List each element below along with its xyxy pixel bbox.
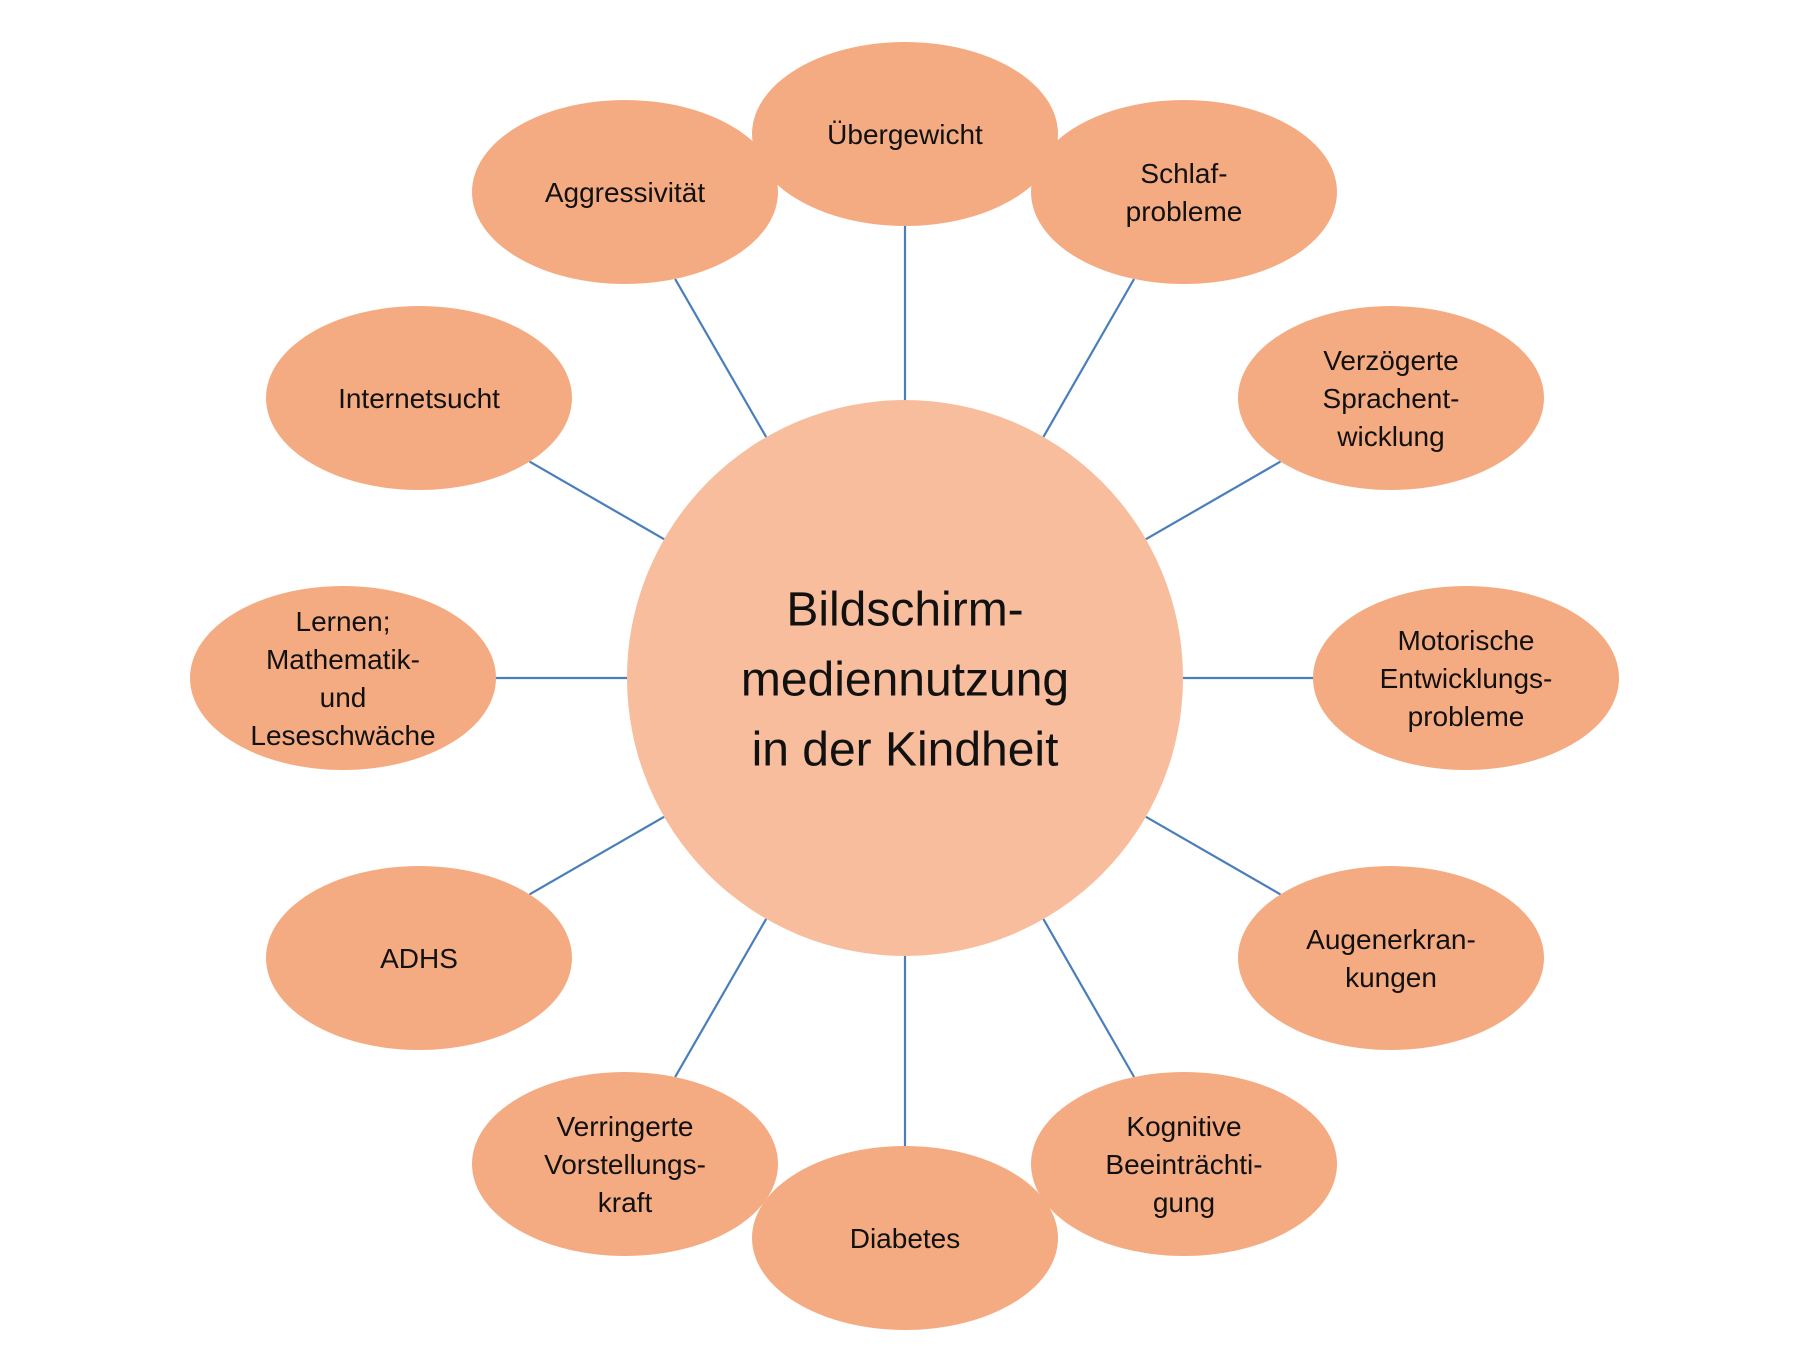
node-label-adhs: ADHS <box>380 943 458 974</box>
node-label-line: probleme <box>1126 196 1243 227</box>
node-aggressivitaet: Aggressivität <box>472 100 778 284</box>
node-ellipse-vorstellungskraft <box>472 1072 778 1256</box>
node-ellipse-aggressivitaet <box>472 100 778 284</box>
connector-aggressivitaet <box>674 278 768 438</box>
node-label-line: Kognitive <box>1126 1111 1241 1142</box>
node-label-line: Schlaf- <box>1140 158 1227 189</box>
center-label: Bildschirm-mediennutzung in der Kindheit <box>741 583 1069 776</box>
node-label-line: Motorische <box>1398 625 1535 656</box>
node-label-line: Leseschwäche <box>250 720 435 751</box>
center-label-line: mediennutzung <box>741 653 1069 706</box>
node-label-diabetes: Diabetes <box>850 1223 961 1254</box>
node-ellipse-kognitiv <box>1031 1072 1337 1256</box>
node-label-line: Verzögerte <box>1323 345 1458 376</box>
node-ellipse-sprachentwicklung <box>1238 306 1544 490</box>
node-label-augen: Augenerkran-kungen <box>1306 924 1476 993</box>
node-ellipse-diabetes <box>752 1146 1058 1330</box>
node-label-aggressivitaet: Aggressivität <box>545 177 706 208</box>
connector-augen <box>1145 815 1282 896</box>
node-uebergewicht: Übergewicht <box>752 42 1058 226</box>
connector-internetsucht <box>528 460 665 541</box>
connector-vorstellungskraft <box>674 918 768 1078</box>
node-ellipse-lernen <box>190 586 496 770</box>
node-label-line: Augenerkran- <box>1306 924 1476 955</box>
node-ellipse-motorik <box>1313 586 1619 770</box>
node-label-line: Beeinträchti- <box>1105 1149 1262 1180</box>
node-label-uebergewicht: Übergewicht <box>827 119 983 150</box>
node-schlafprobleme: Schlaf-probleme <box>1031 100 1337 284</box>
node-label-internetsucht: Internetsucht <box>338 383 500 414</box>
node-label-line: kraft <box>598 1187 653 1218</box>
node-adhs: ADHS <box>266 866 572 1050</box>
node-label-line: Aggressivität <box>545 177 706 208</box>
node-internetsucht: Internetsucht <box>266 306 572 490</box>
node-ellipse-schlafprobleme <box>1031 100 1337 284</box>
node-label-line: probleme <box>1408 701 1525 732</box>
node-augen: Augenerkran-kungen <box>1238 866 1544 1050</box>
center-circle <box>627 400 1183 956</box>
connector-kognitiv <box>1042 918 1136 1078</box>
node-label-line: Sprachent- <box>1323 383 1460 414</box>
node-label-line: Entwicklungs- <box>1380 663 1553 694</box>
connector-adhs <box>528 815 665 896</box>
node-label-line: Internetsucht <box>338 383 500 414</box>
node-label-line: wicklung <box>1336 421 1444 452</box>
node-label-line: Verringerte <box>557 1111 694 1142</box>
node-label-line: Diabetes <box>850 1223 961 1254</box>
center-label-line: in der Kindheit <box>752 723 1059 776</box>
node-label-line: Übergewicht <box>827 119 983 150</box>
node-ellipse-internetsucht <box>266 306 572 490</box>
node-ellipse-augen <box>1238 866 1544 1050</box>
connector-schlafprobleme <box>1042 278 1136 438</box>
node-label-line: Lernen; <box>296 606 391 637</box>
node-diabetes: Diabetes <box>752 1146 1058 1330</box>
connector-sprachentwicklung <box>1145 460 1282 541</box>
center-node: Bildschirm-mediennutzung in der Kindheit <box>627 400 1183 956</box>
connector-lines <box>496 226 1313 1146</box>
center-label-line: Bildschirm- <box>786 583 1023 636</box>
node-label-line: Vorstellungs- <box>544 1149 706 1180</box>
node-label-schlafprobleme: Schlaf-probleme <box>1126 158 1243 227</box>
node-label-line: und <box>320 682 367 713</box>
node-ellipse-adhs <box>266 866 572 1050</box>
node-label-line: gung <box>1153 1187 1215 1218</box>
node-label-line: Mathematik- <box>266 644 420 675</box>
node-ellipse-uebergewicht <box>752 42 1058 226</box>
node-label-line: ADHS <box>380 943 458 974</box>
node-label-line: kungen <box>1345 962 1437 993</box>
